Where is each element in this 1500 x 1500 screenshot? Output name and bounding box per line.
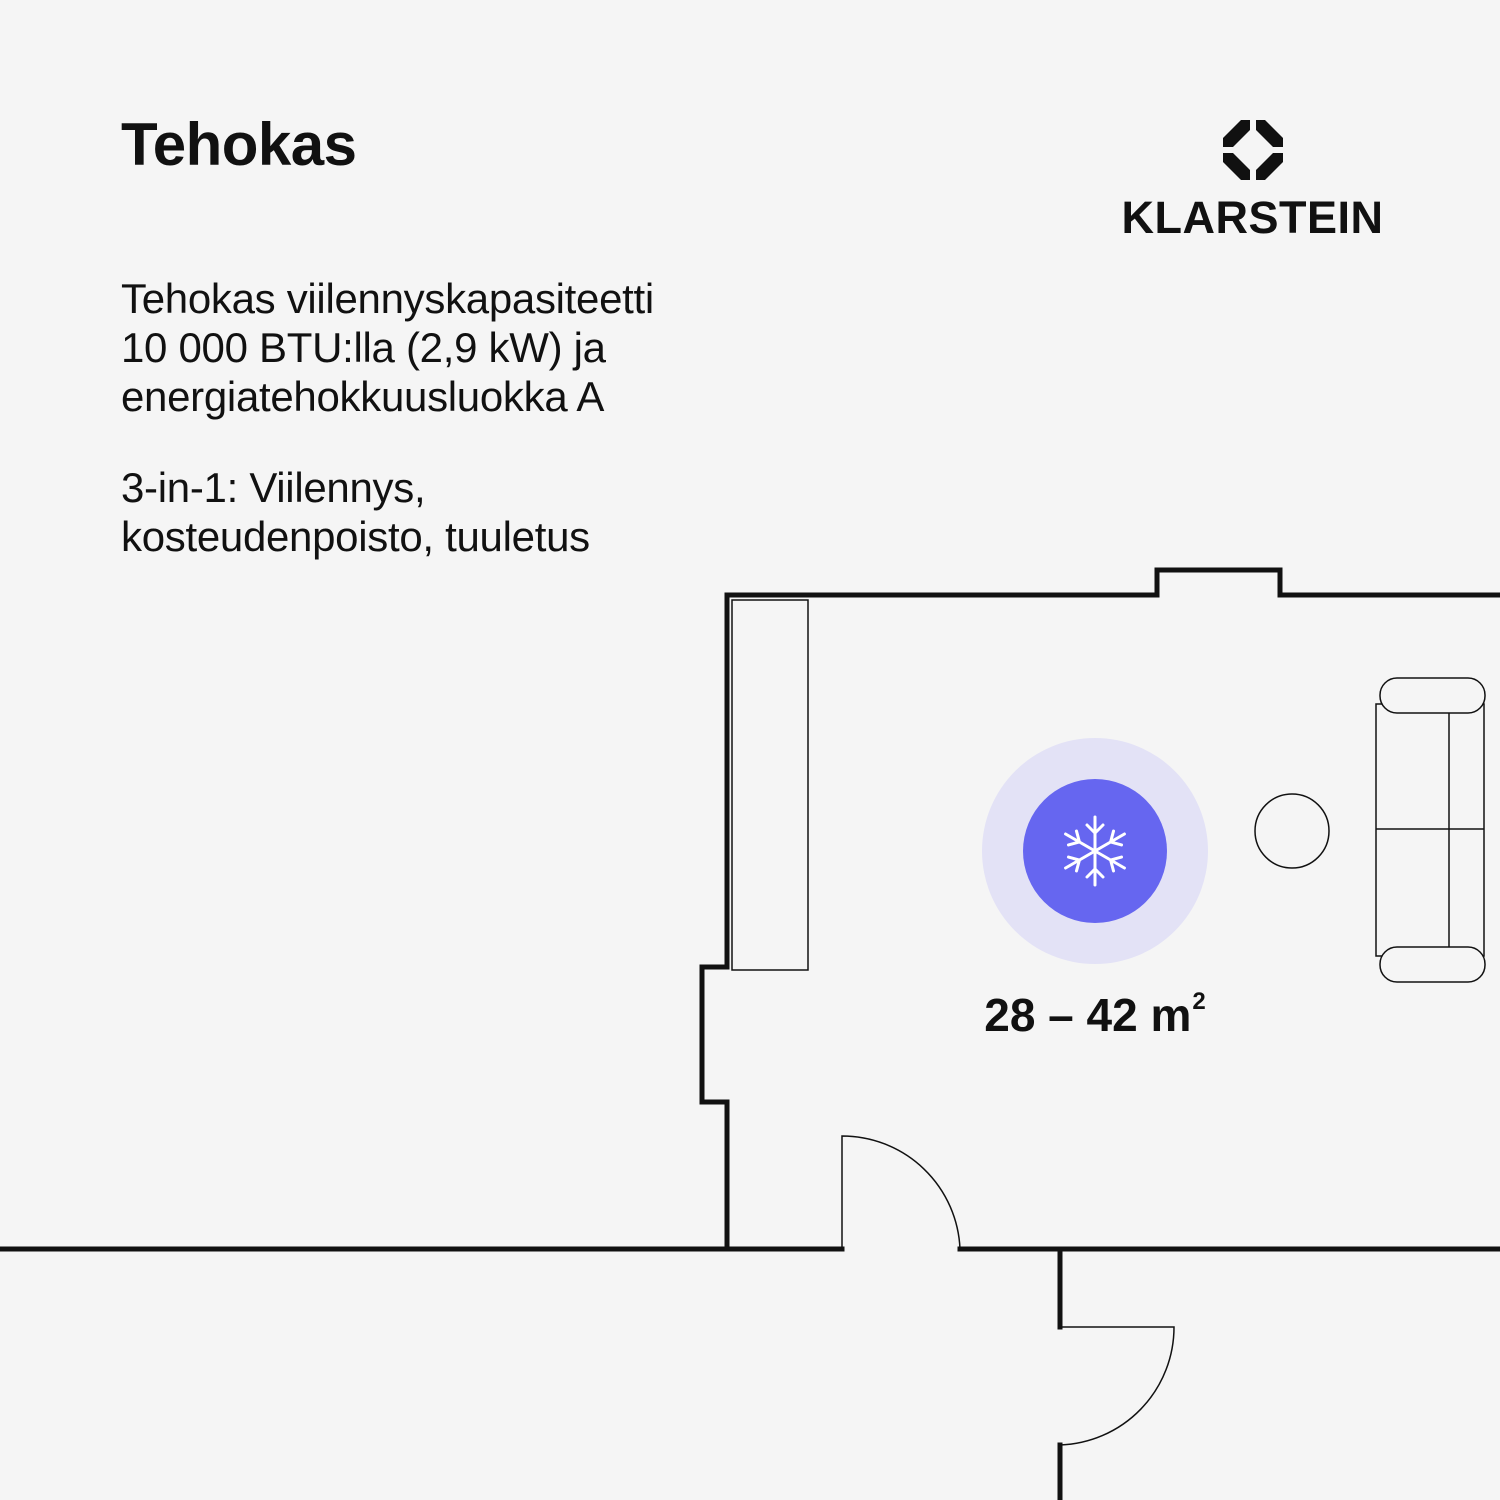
cooling-zone: [982, 738, 1208, 964]
coverage-range: 28 – 42 m: [984, 989, 1192, 1041]
round-table: [1254, 793, 1330, 869]
area-unit-superscript: 2: [1192, 988, 1206, 1015]
capacity-line: Tehokas viilennyskapasiteetti: [121, 275, 654, 322]
door-arc: [841, 1135, 961, 1250]
modes-description: 3-in-1: Viilennys, kosteudenpoisto, tuul…: [121, 463, 590, 561]
room-wall: [699, 567, 1500, 1252]
modes-line: kosteudenpoisto, tuuletus: [121, 513, 590, 560]
capacity-description: Tehokas viilennyskapasiteetti 10 000 BTU…: [121, 274, 654, 421]
capacity-line: energiatehokkuusluokka A: [121, 373, 605, 420]
wardrobe: [731, 599, 809, 971]
sofa: [1375, 677, 1486, 983]
capacity-line: 10 000 BTU:lla (2,9 kW) ja: [121, 324, 606, 371]
klarstein-logo-icon: [1220, 118, 1285, 182]
modes-line: 3-in-1: Viilennys,: [121, 464, 426, 511]
page-title: Tehokas: [121, 111, 357, 178]
snowflake-icon: [1064, 815, 1126, 887]
coverage-area: 28 – 42 m2: [980, 988, 1210, 1042]
brand-name: KLARSTEIN: [1121, 192, 1384, 243]
door-arc: [1059, 1326, 1175, 1446]
brand-logo: KLARSTEIN: [1120, 118, 1385, 244]
